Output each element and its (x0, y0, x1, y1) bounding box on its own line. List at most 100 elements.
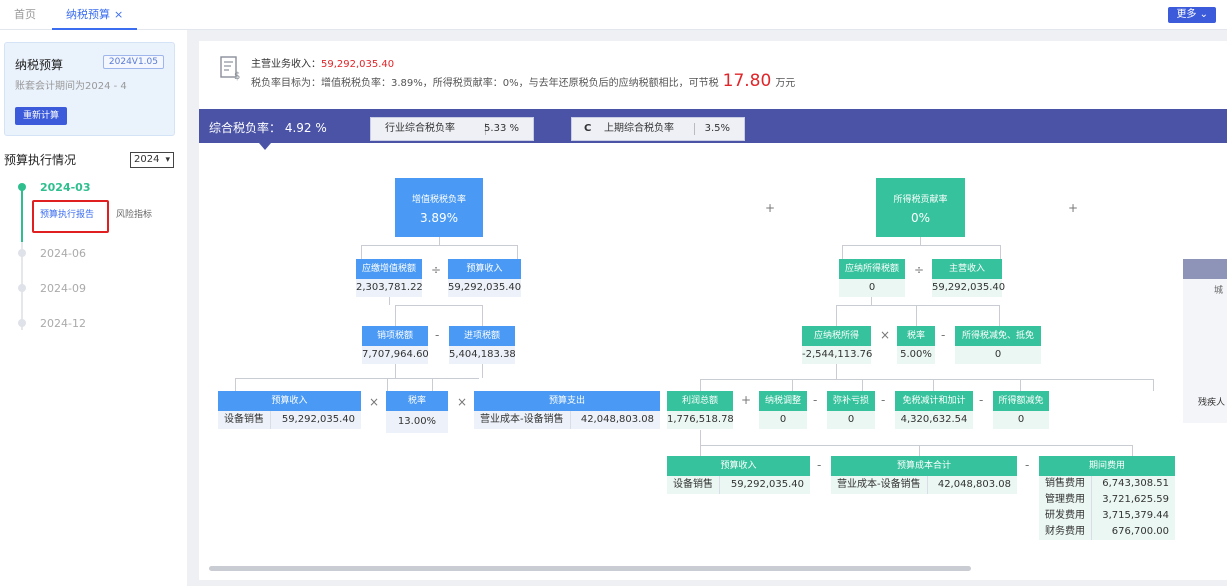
node-label: 所得税减免、抵免 (955, 326, 1041, 346)
timeline-item[interactable]: 2024-03 (40, 181, 91, 194)
truncated-node: 城 残疾人 (1183, 259, 1227, 423)
node-value: 0% (910, 211, 931, 225)
divide-operator: ÷ (431, 263, 442, 277)
vat-burden-node: 增值税税负率 3.89% (395, 178, 483, 237)
node-value: 2,303,781.22 (356, 279, 423, 297)
node-row: 设备销售 59,292,035.40 (667, 476, 810, 494)
divide-operator: ÷ (914, 263, 925, 277)
timeline-dot (18, 319, 26, 327)
row-value: 3,721,625.59 (1102, 494, 1169, 505)
revenue-line: 主营业务收入：59,292,035.40 (251, 55, 394, 70)
row-key: 研发费用 (1039, 508, 1092, 524)
row-value: 59,292,035.40 (281, 414, 355, 425)
node-value: 0 (993, 411, 1049, 429)
timeline-item[interactable]: 2024-12 (40, 317, 86, 330)
pill-value: 5.33 % (484, 123, 519, 134)
document-dollar-icon: $ (220, 56, 240, 81)
target-line: 税负率目标为：增值税税负率：3.89%，所得税贡献率：0%，与去年还原税负后的应… (251, 71, 795, 91)
node-value: 13.00% (386, 411, 448, 433)
tab-budget-report[interactable]: 预算执行报告 (40, 210, 95, 220)
node-label: 预算收入 (448, 259, 521, 279)
node-label: 应纳税所得 (802, 326, 871, 346)
node-label: 预算支出 (474, 391, 660, 411)
node-label: 预算收入 (667, 456, 810, 476)
row-key: 设备销售 (667, 476, 720, 494)
deduction-node: 免税减计和加计 4,320,632.54 (895, 391, 973, 429)
divider (485, 123, 486, 135)
timeline-item[interactable]: 2024-06 (40, 247, 86, 260)
node-value: 59,292,035.40 (448, 279, 521, 297)
times-operator: × (457, 395, 468, 409)
pill-value: 3.5% (704, 123, 730, 134)
node-label: 预算收入 (218, 391, 361, 411)
exec-title: 预算执行情况 (4, 153, 77, 167)
row-key: 营业成本-设备销售 (831, 476, 928, 494)
minus-operator: - (817, 458, 822, 472)
node-label: 利润总额 (667, 391, 733, 411)
node-label: 税率 (897, 326, 935, 346)
node-label: 销项税额 (362, 326, 428, 346)
more-button[interactable]: 更多 ⌄ (1168, 7, 1216, 23)
row-key: 管理费用 (1039, 492, 1092, 508)
truncated-label: 城 (1213, 286, 1223, 296)
chevron-down-icon: ▾ (165, 155, 170, 165)
node-title: 所得税贡献率 (893, 195, 948, 205)
plus-operator: + (1068, 201, 1079, 215)
row-key: 财务费用 (1039, 524, 1092, 540)
minus-operator: - (881, 393, 886, 407)
truncated-node-header (1183, 259, 1227, 279)
revenue-value: 59,292,035.40 (321, 59, 395, 70)
loss-offset-node: 弥补亏损 0 (827, 391, 875, 429)
node-value: 0 (955, 346, 1041, 364)
tab-budget[interactable]: 纳税预算× (52, 0, 138, 30)
last-period-rate-pill[interactable]: C 上期综合税负率 3.5% (571, 117, 745, 141)
tab-bar: 首页 纳税预算× 更多 ⌄ (0, 0, 1227, 30)
node-value: 0 (827, 411, 875, 429)
refresh-icon[interactable]: C (584, 123, 592, 134)
total-profit-node: 利润总额 1,776,518.78 (667, 391, 734, 429)
node-label: 主营收入 (932, 259, 1002, 279)
revenue-label: 主营业务收入： (251, 59, 321, 70)
saving-value: 17.80 (722, 71, 772, 91)
timeline-item[interactable]: 2024-09 (40, 282, 86, 295)
minus-operator: - (813, 393, 818, 407)
plus-operator: + (765, 201, 776, 215)
node-value: 0 (839, 279, 905, 297)
tab-home[interactable]: 首页 (14, 8, 36, 21)
horizontal-scrollbar[interactable] (209, 566, 971, 571)
timeline-track (21, 190, 23, 330)
times-operator: × (880, 328, 891, 342)
row-key: 营业成本-设备销售 (474, 411, 571, 429)
node-value: 0 (759, 411, 807, 429)
taxable-income-node: 应纳税所得 -2,544,113.76 (802, 326, 872, 364)
year-select[interactable]: 2024 ▾ (130, 152, 174, 168)
year-value: 2024 (134, 154, 160, 165)
node-row: 管理费用 3,721,625.59 (1039, 492, 1175, 508)
sidebar: 纳税预算 2024V1.05 账套会计期间为2024 - 4 重新计算 预算执行… (0, 30, 187, 586)
minus-operator: - (1025, 458, 1030, 472)
times-operator: × (369, 395, 380, 409)
tax-relief-node: 所得税减免、抵免 0 (955, 326, 1041, 364)
node-value: 4,320,632.54 (895, 411, 973, 429)
row-value: 59,292,035.40 (730, 479, 804, 490)
close-icon[interactable]: × (114, 8, 124, 21)
node-label: 税率 (386, 391, 448, 411)
node-label: 期间费用 (1039, 456, 1175, 476)
cit-budget-revenue-node: 预算收入 设备销售 59,292,035.40 (667, 456, 810, 494)
industry-rate-pill: 行业综合税负率 5.33 % (370, 117, 534, 141)
tab-risk-indicator[interactable]: 风险指标 (116, 210, 153, 220)
node-value: 7,707,964.60 (362, 346, 429, 364)
main-panel: $ 主营业务收入：59,292,035.40 税负率目标为：增值税税负率：3.8… (199, 41, 1227, 580)
cit-contribution-node: 所得税贡献率 0% (876, 178, 965, 237)
pill-label: 上期综合税负率 (604, 123, 674, 134)
cit-payable-node: 应纳所得税额 0 (839, 259, 905, 297)
node-value: 1,776,518.78 (667, 411, 734, 429)
recalculate-button[interactable]: 重新计算 (15, 107, 68, 125)
node-title: 增值税税负率 (411, 195, 466, 205)
